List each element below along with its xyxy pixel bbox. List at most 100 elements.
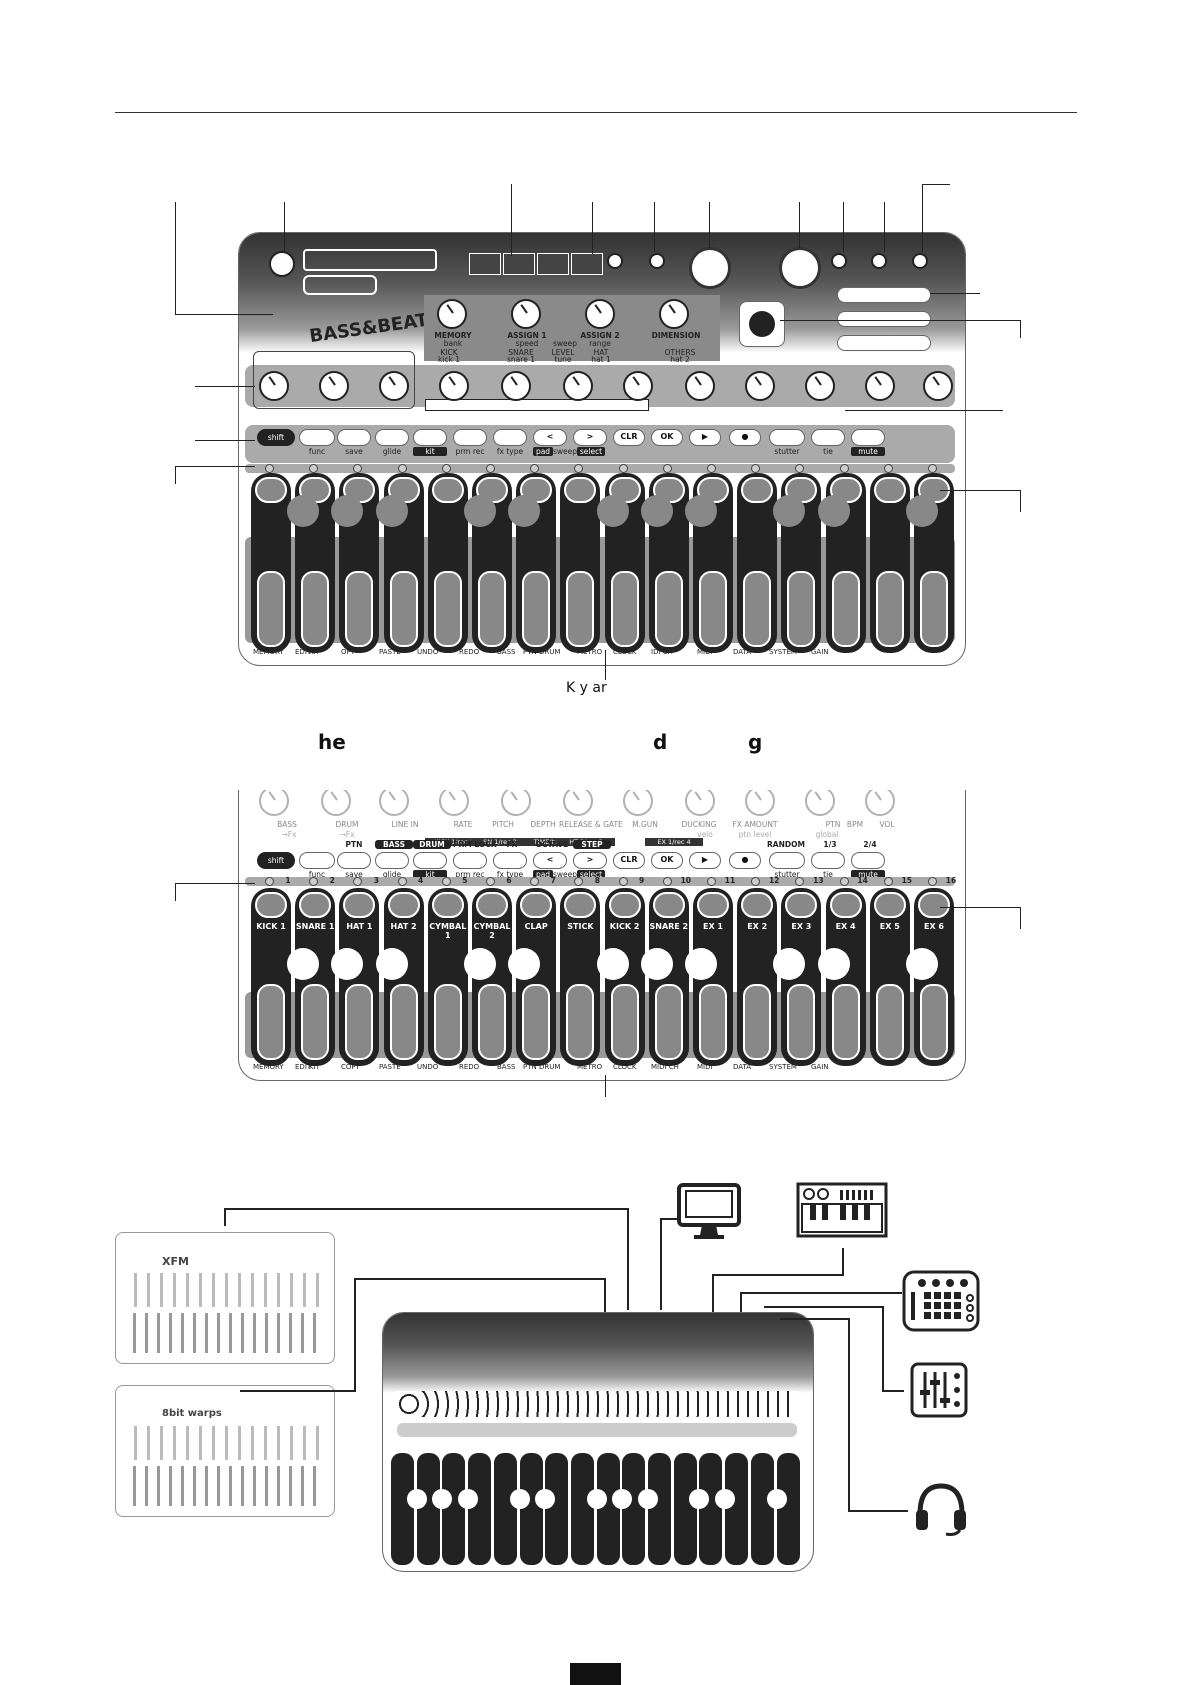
- drum-pad[interactable]: [684, 948, 717, 980]
- parameter-knob[interactable]: [805, 790, 835, 816]
- octave-up-button[interactable]: [573, 429, 607, 446]
- clr-button[interactable]: [613, 852, 645, 869]
- pad-key[interactable]: [427, 473, 468, 653]
- shift-button[interactable]: [257, 429, 295, 446]
- octave-up-button[interactable]: [573, 852, 607, 869]
- pad-key[interactable]: CYMBAL 1: [427, 888, 468, 1066]
- fx-amount-knob[interactable]: [745, 371, 775, 401]
- master-knob[interactable]: [923, 371, 953, 401]
- parameter-knob[interactable]: [501, 790, 531, 816]
- drum-pad[interactable]: [640, 495, 673, 527]
- vol-knob[interactable]: [865, 371, 895, 401]
- midi-in-port[interactable]: [689, 247, 731, 289]
- output-jack[interactable]: [871, 253, 887, 269]
- drum-pad[interactable]: [331, 495, 364, 527]
- drum-pad[interactable]: [508, 948, 541, 980]
- drum-pad[interactable]: [463, 495, 496, 527]
- power-jack[interactable]: [269, 251, 295, 277]
- memory-knob[interactable]: [437, 299, 467, 329]
- parameter-knob[interactable]: [623, 790, 653, 816]
- func-button[interactable]: [299, 429, 335, 446]
- record-button[interactable]: [729, 429, 761, 446]
- prm-rec-button[interactable]: [453, 852, 487, 869]
- midi-out-port[interactable]: [779, 247, 821, 289]
- pad-key[interactable]: STICK: [560, 888, 601, 1066]
- prm-rec-button[interactable]: [453, 429, 487, 446]
- rate-knob[interactable]: [439, 371, 469, 401]
- assign1-knob[interactable]: [511, 299, 541, 329]
- parameter-knob[interactable]: [379, 790, 409, 816]
- pad-key[interactable]: CYMBAL 2: [472, 888, 512, 1066]
- kit-button[interactable]: [413, 852, 447, 869]
- glide-button[interactable]: [375, 852, 409, 869]
- drum-pad[interactable]: [905, 948, 938, 980]
- drum-pad[interactable]: [463, 948, 496, 980]
- ok-button[interactable]: [651, 852, 683, 869]
- parameter-knob[interactable]: [865, 790, 895, 816]
- drum-pad[interactable]: [684, 495, 717, 527]
- pad-key[interactable]: [339, 473, 380, 653]
- drum-pad[interactable]: [596, 948, 629, 980]
- pad-key[interactable]: [560, 473, 601, 653]
- headphone-jack[interactable]: [912, 253, 928, 269]
- drum-pad[interactable]: [375, 495, 408, 527]
- drum-pad[interactable]: [640, 948, 673, 980]
- pad-key[interactable]: KICK 1: [251, 888, 291, 1066]
- octave-down-button[interactable]: [533, 429, 567, 446]
- bass-knob[interactable]: [259, 371, 289, 401]
- parameter-knob[interactable]: [685, 790, 715, 816]
- drum-pad[interactable]: [773, 948, 806, 980]
- drum-pad[interactable]: [287, 495, 320, 527]
- save-button[interactable]: [337, 852, 371, 869]
- play-button[interactable]: [689, 852, 721, 869]
- drum-knob[interactable]: [319, 371, 349, 401]
- pad-key[interactable]: EX 5: [869, 888, 910, 1066]
- pad-key[interactable]: EX 2: [737, 888, 778, 1066]
- drum-pad[interactable]: [773, 495, 806, 527]
- parameter-knob[interactable]: [439, 790, 469, 816]
- pad-key[interactable]: EX 3: [781, 888, 822, 1066]
- play-button[interactable]: [689, 429, 721, 446]
- line-in-jack[interactable]: [831, 253, 847, 269]
- random-button[interactable]: [769, 429, 805, 446]
- release-knob[interactable]: [563, 371, 593, 401]
- save-button[interactable]: [337, 429, 371, 446]
- drum-pad[interactable]: [905, 495, 938, 527]
- shift-button[interactable]: [257, 852, 295, 869]
- sync-out-jack[interactable]: [649, 253, 665, 269]
- mute-button[interactable]: [851, 429, 885, 446]
- ptn-knob[interactable]: [805, 371, 835, 401]
- parameter-knob[interactable]: [321, 790, 351, 816]
- ok-button[interactable]: [651, 429, 683, 446]
- glide-button[interactable]: [375, 429, 409, 446]
- tie-button[interactable]: [811, 429, 845, 446]
- line-in-knob[interactable]: [379, 371, 409, 401]
- sync-in-jack[interactable]: [607, 253, 623, 269]
- pad-key[interactable]: [737, 473, 778, 653]
- random-button[interactable]: [769, 852, 805, 869]
- fx-type-button[interactable]: [493, 429, 527, 446]
- clr-button[interactable]: [613, 429, 645, 446]
- record-button[interactable]: [729, 852, 761, 869]
- drum-pad[interactable]: [817, 948, 850, 980]
- pad-key[interactable]: [869, 473, 910, 653]
- drum-pad[interactable]: [596, 495, 629, 527]
- parameter-knob[interactable]: [745, 790, 775, 816]
- pad-key[interactable]: HAT 1: [339, 888, 380, 1066]
- fx-type-button[interactable]: [493, 852, 527, 869]
- volume-encoder[interactable]: [749, 311, 775, 337]
- drum-pad[interactable]: [331, 948, 364, 980]
- drum-pad[interactable]: [817, 495, 850, 527]
- func-button[interactable]: [299, 852, 335, 869]
- drum-pad[interactable]: [287, 948, 320, 980]
- tie-button[interactable]: [811, 852, 845, 869]
- parameter-knob[interactable]: [563, 790, 593, 816]
- assign2-knob[interactable]: [585, 299, 615, 329]
- dimension-knob[interactable]: [659, 299, 689, 329]
- octave-down-button[interactable]: [533, 852, 567, 869]
- depth-knob[interactable]: [501, 371, 531, 401]
- drum-pad[interactable]: [508, 495, 541, 527]
- drum-pad[interactable]: [375, 948, 408, 980]
- parameter-knob[interactable]: [259, 790, 289, 816]
- mute-button[interactable]: [851, 852, 885, 869]
